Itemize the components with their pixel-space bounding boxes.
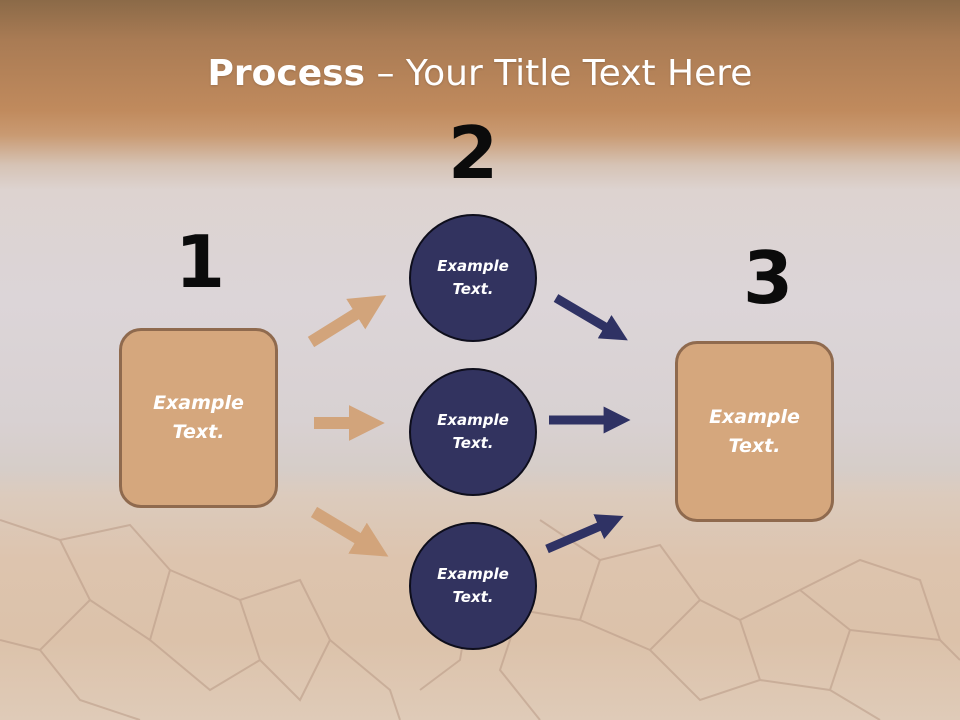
arrow-to-bottom-circle xyxy=(310,506,389,557)
step-number-2: 2 xyxy=(447,111,499,195)
step-1-box: Example Text. xyxy=(119,328,278,508)
arrow-from-bottom-circle xyxy=(545,514,624,554)
step-number-1: 1 xyxy=(174,220,226,304)
step-3-text: Example Text. xyxy=(709,405,800,457)
title-bold: Process xyxy=(207,53,366,94)
step-2-circle-top: Example Text. xyxy=(409,214,537,342)
step-2-circle-bottom: Example Text. xyxy=(409,522,537,650)
step-2-circle-middle: Example Text. xyxy=(409,368,537,496)
title-rest: – Your Title Text Here xyxy=(365,53,753,94)
arrow-to-top-circle xyxy=(307,295,387,348)
step-3-box: Example Text. xyxy=(675,341,834,522)
circle-bottom-text: Example Text. xyxy=(437,565,509,606)
slide-title: Process – Your Title Text Here xyxy=(0,52,960,96)
circle-middle-text: Example Text. xyxy=(437,411,509,452)
step-number-3: 3 xyxy=(742,236,794,320)
circle-top-text: Example Text. xyxy=(437,257,509,298)
arrow-from-top-circle xyxy=(553,294,628,341)
step-1-text: Example Text. xyxy=(153,392,244,443)
